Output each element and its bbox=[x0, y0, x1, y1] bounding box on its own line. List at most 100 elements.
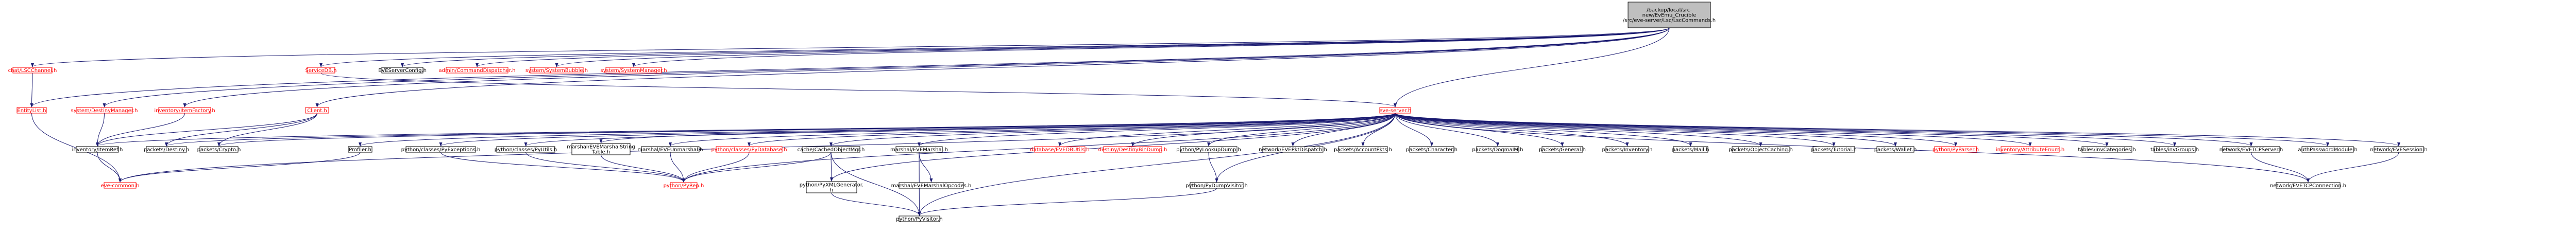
node-label: destiny/DestinyBinDump.h bbox=[1098, 147, 1167, 153]
node-tblinvgroups[interactable]: tables/invGroups.h bbox=[2150, 146, 2199, 153]
node-pyclassesutils[interactable]: python/classes/PyUtils.h bbox=[495, 146, 557, 153]
edge-eveserver-to-destinybindump bbox=[1131, 113, 1396, 147]
edge-eveserver-to-netevetcpserver bbox=[1395, 113, 2253, 147]
node-pyvisitor[interactable]: python/PyVisitor.h bbox=[896, 215, 943, 222]
edge-root-to-chat bbox=[31, 27, 1670, 67]
node-tblinvcategories[interactable]: tables/invCategories.h bbox=[2078, 146, 2136, 153]
node-profiler[interactable]: Profiler.h bbox=[348, 146, 372, 153]
node-marshalevecontainer[interactable]: marshal/EVEUnmarshal.h bbox=[638, 146, 703, 153]
node-pyxmlgen[interactable]: python/PyXMLGenerator.h bbox=[800, 181, 863, 193]
edge-entitylist-to-evecommon bbox=[31, 113, 122, 183]
node-pkcharacter[interactable]: packets/Character.h bbox=[1406, 146, 1458, 153]
edge-eveserver-to-invitemref bbox=[96, 113, 1396, 147]
nodes: /backup/local/src-new/EvEmu_Crucible/src… bbox=[8, 2, 2428, 222]
node-chat[interactable]: chat/LSCChannel.h bbox=[8, 67, 57, 74]
edge-servicedb-to-eveserver bbox=[320, 73, 1397, 107]
node-netevetcpserver[interactable]: network/EVETCPServer.h bbox=[2219, 146, 2283, 153]
node-pkcrypto[interactable]: packets/Crypto.h bbox=[197, 146, 241, 153]
edge-invfactory-to-invitemref bbox=[96, 113, 185, 147]
node-root[interactable]: /backup/local/src-new/EvEmu_Crucible/src… bbox=[1623, 2, 1716, 28]
edge-client-to-pkdestiny bbox=[165, 113, 317, 147]
node-pydispatch[interactable]: network/EVEPktDispatch.h bbox=[1259, 146, 1327, 153]
node-servicedb[interactable]: ServiceDB.h bbox=[305, 67, 337, 74]
node-label: tables/invGroups.h bbox=[2150, 147, 2199, 153]
node-label: packets/ObjectCaching.h bbox=[1728, 147, 1793, 153]
node-label: cache/CachedObjectMgr.h bbox=[798, 147, 865, 153]
node-marshalopc[interactable]: marshal/EVEMarshalOpcodes.h bbox=[891, 182, 972, 189]
node-label: packets/AccountPkts.h bbox=[1334, 147, 1392, 153]
node-pyclassesexc[interactable]: python/classes/PyExceptions.h bbox=[401, 146, 481, 153]
node-pyrep[interactable]: python/PyRep.h bbox=[664, 182, 704, 189]
node-authpwd[interactable]: authPasswordModule.h bbox=[2298, 146, 2358, 153]
node-label: Profiler.h bbox=[349, 147, 371, 153]
edge-root-to-invfactory bbox=[183, 27, 1670, 107]
node-netevesession[interactable]: network/EVESession.h bbox=[2370, 146, 2428, 153]
node-pkwallet[interactable]: packets/Wallet.h bbox=[1874, 146, 1917, 153]
edge-invitemref-to-evecommon bbox=[97, 152, 122, 183]
edge-profiler-to-evecommon bbox=[118, 152, 361, 183]
node-label: marshal/EVEMarshalOpcodes.h bbox=[891, 183, 972, 189]
edge-root-to-client bbox=[315, 27, 1670, 107]
node-pylookupdump[interactable]: python/PyLookupDump.h bbox=[1176, 146, 1241, 153]
edge-eveserver-to-pkmail bbox=[1395, 113, 1692, 147]
node-pyclassesdb[interactable]: python/classes/PyDatabase.h bbox=[711, 146, 787, 153]
node-pkgeneral[interactable]: packets/General.h bbox=[1539, 146, 1586, 153]
node-label: python/PyDumpVisitor.h bbox=[1185, 183, 1248, 189]
node-dbutils[interactable]: database/EVEDBUtils.h bbox=[1030, 146, 1090, 153]
edge-netevesession-to-netevetcpconn bbox=[2307, 152, 2399, 183]
edge-root-to-sysmanager bbox=[632, 27, 1670, 67]
node-label: network/EVETCPConnection.h bbox=[2270, 183, 2346, 189]
edge-marshalstringtable-to-pyrep bbox=[601, 154, 685, 183]
node-cachedobj[interactable]: cache/CachedObjectMgr.h bbox=[798, 146, 865, 153]
edge-eveserver-to-tblinvcategories bbox=[1395, 113, 2109, 147]
edge-root-to-sysbubble bbox=[555, 27, 1670, 67]
node-pkobjcaching[interactable]: packets/ObjectCaching.h bbox=[1728, 146, 1793, 153]
node-destinybindump[interactable]: destiny/DestinyBinDump.h bbox=[1098, 146, 1167, 153]
node-invfactory[interactable]: inventory/ItemFactory.h bbox=[154, 107, 215, 114]
edge-pydumpvisitor-to-pyvisitor bbox=[918, 188, 1217, 216]
node-label: EntityList.h bbox=[17, 108, 46, 114]
node-label: marshal/EVEUnmarshal.h bbox=[638, 147, 703, 153]
node-pkmail[interactable]: packets/Mail.h bbox=[1672, 146, 1709, 153]
edge-eveserver-to-pyvisitor bbox=[918, 113, 1396, 216]
edge-pyclassesdb-to-pyrep bbox=[682, 152, 750, 183]
node-label: /backup/local/src- bbox=[1647, 8, 1692, 13]
node-label: python/PyXMLGenerator. bbox=[800, 183, 863, 188]
node-invitemref[interactable]: inventory/ItemRef.h bbox=[72, 146, 123, 153]
node-label: tables/invCategories.h bbox=[2078, 147, 2136, 153]
node-sysbubble[interactable]: system/SystemBubble.h bbox=[526, 67, 588, 74]
node-netevetcpconn[interactable]: network/EVETCPConnection.h bbox=[2270, 182, 2346, 189]
node-entitylist[interactable]: EntityList.h bbox=[16, 107, 47, 114]
node-label: packets/Destiny.h bbox=[144, 147, 189, 153]
node-eveserverconfig[interactable]: EVEServerConfig.h bbox=[378, 67, 427, 74]
edge-cachedobj-to-pyrep bbox=[682, 152, 832, 183]
edge-client-to-invitemref bbox=[96, 113, 317, 147]
node-pktutorial[interactable]: packets/Tutorial.h bbox=[1811, 146, 1857, 153]
node-sysdestiny[interactable]: system/DestinyManager.h bbox=[71, 107, 138, 114]
edge-root-to-entitylist bbox=[30, 27, 1670, 107]
node-admincmd[interactable]: admin/CommandDispatcher.h bbox=[439, 67, 516, 74]
node-marshalevemarshal[interactable]: marshal/EVEMarshal.h bbox=[890, 146, 948, 153]
node-pydumpvisitor[interactable]: python/PyDumpVisitor.h bbox=[1185, 182, 1248, 189]
edge-root-to-admincmd bbox=[476, 27, 1670, 67]
node-pyparser[interactable]: python/PyParser.h bbox=[1933, 146, 1979, 153]
node-label: new/EvEmu_Crucible bbox=[1642, 13, 1697, 19]
node-pkaccount[interactable]: packets/AccountPkts.h bbox=[1334, 146, 1392, 153]
node-pkdogma[interactable]: packets/DogmaIM.h bbox=[1472, 146, 1523, 153]
edge-eveserver-to-marshalstringtable bbox=[599, 113, 1396, 143]
node-client[interactable]: Client.h bbox=[305, 107, 329, 114]
edge-eveserver-to-pkwallet bbox=[1395, 113, 1897, 147]
node-sysmanager[interactable]: system/SystemManager.h bbox=[600, 67, 667, 74]
edge-cachedobj-to-pyxmlgen bbox=[829, 152, 833, 182]
node-eveserver[interactable]: eve-server.h bbox=[1379, 107, 1411, 114]
node-label: marshal/EVEMarshalString bbox=[567, 145, 635, 150]
node-invattrenum[interactable]: inventory/AttributeEnum.h bbox=[1996, 146, 2064, 153]
node-pkdestiny[interactable]: packets/Destiny.h bbox=[144, 146, 189, 153]
node-label: python/PyVisitor.h bbox=[896, 217, 942, 222]
node-label: admin/CommandDispatcher.h bbox=[439, 68, 516, 74]
node-label: python/PyRep.h bbox=[664, 183, 704, 189]
node-label: system/SystemManager.h bbox=[600, 68, 667, 74]
node-evecommon[interactable]: eve-common.h bbox=[101, 182, 140, 189]
node-pkinventory[interactable]: packets/Inventory.h bbox=[1602, 146, 1653, 153]
